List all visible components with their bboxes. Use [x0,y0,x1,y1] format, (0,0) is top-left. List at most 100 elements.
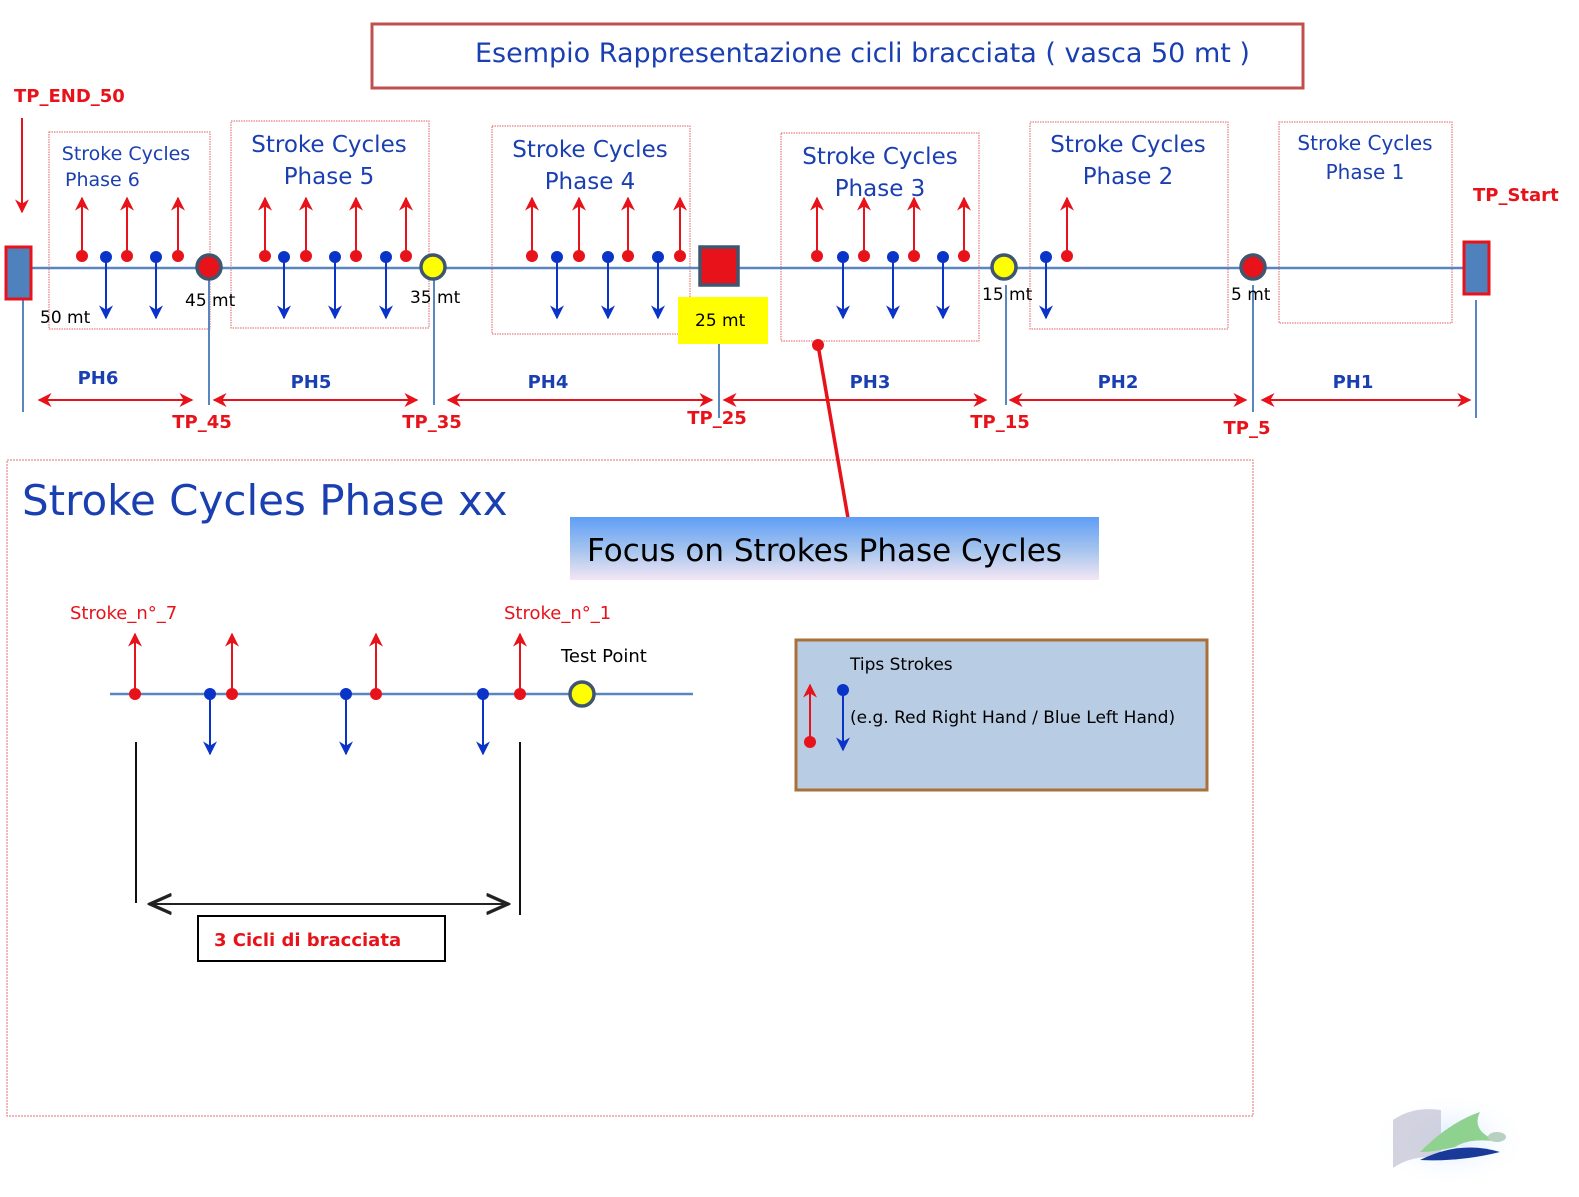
right-hand-stroke [513,632,527,700]
right-hand-stroke [857,196,871,262]
phase-box-subtitle: Phase 5 [284,164,375,190]
tips-left-hand-dot [837,684,849,696]
cycles-label-box [197,915,446,962]
stroke-dot [958,250,970,262]
right-hand-stroke [1060,196,1074,262]
distance-marker [195,253,223,281]
tips-right-hand-dot [804,736,816,748]
stroke-dot [622,250,634,262]
right-hand-stroke [525,196,539,262]
stroke-dot [329,251,341,263]
stroke-dot [370,688,382,700]
left-hand-stroke [328,251,342,320]
stroke-dot [858,250,870,262]
left-hand-stroke [936,251,950,320]
test-point-label: TP_15 [970,412,1030,433]
right-hand-stroke [225,632,239,700]
stroke-dot [400,250,412,262]
tp-end-label: TP_END_50 [14,86,125,107]
stroke-dot [652,251,664,263]
distance-marker [1239,253,1267,281]
phase-box-title: Stroke Cycles [1050,132,1205,158]
stroke-dot [150,251,162,263]
left-hand-stroke [203,688,217,756]
stroke-dot [76,250,88,262]
stroke-dot [1040,251,1052,263]
stroke-dot [100,251,112,263]
left-hand-stroke [379,251,393,320]
distance-marker [990,253,1018,281]
left-hand-stroke [476,688,490,756]
test-point-marker [568,680,596,708]
stroke-dot [380,251,392,263]
distance-label: 50 mt [40,308,91,328]
phase-box-title: Stroke Cycles [512,137,667,163]
focus-label-box: Focus on Strokes Phase Cycles [570,517,1099,580]
right-hand-stroke [810,196,824,262]
stroke-dot [908,250,920,262]
turn-marker [698,245,740,287]
distance-label: 15 mt [982,285,1033,305]
right-hand-stroke [399,196,413,262]
stroke-first-label: Stroke_n°_7 [70,603,177,624]
left-hand-stroke [836,251,850,320]
left-hand-stroke [339,688,353,756]
phase-span: PH3 [722,372,988,407]
stroke-dot [1061,250,1073,262]
phase-box-title: Stroke Cycles [62,143,190,165]
phase-box-border [1029,121,1229,330]
stroke-dot [278,251,290,263]
right-hand-stroke [957,196,971,262]
phase-span: PH1 [1260,372,1472,407]
stroke-dot [811,250,823,262]
stroke-dot [350,250,362,262]
stroke-dot [837,251,849,263]
phase-box-title: Stroke Cycles [1297,131,1432,155]
phase-label: PH6 [78,368,119,389]
distance-label: 25 mt [695,311,746,331]
right-hand-stroke [572,196,586,262]
stroke-dot [300,250,312,262]
stroke-last-label: Stroke_n°_1 [504,603,611,624]
test-point-label: TP_35 [402,412,462,433]
phase-box-subtitle: Phase 2 [1083,164,1174,190]
right-hand-stroke [120,196,134,262]
distance-label: 35 mt [410,288,461,308]
stroke-dot [259,250,271,262]
distance-marker [419,253,447,281]
focus-label: Focus on Strokes Phase Cycles [587,533,1062,569]
swimmer-icon [1420,1112,1500,1152]
stroke-dot [226,688,238,700]
phase-box-subtitle: Phase 4 [545,169,636,195]
stroke-dot [172,250,184,262]
test-point-label: TP_5 [1224,418,1271,439]
stroke-dot [551,251,563,263]
phase-label: PH4 [528,372,569,393]
logo [1370,1092,1530,1188]
page-title: Esempio Rappresentazione cicli bracciata… [475,38,1250,69]
stroke-dot [204,688,216,700]
phase-box-subtitle: Phase 6 [65,169,140,191]
left-hand-stroke [149,251,163,320]
left-hand-stroke [1039,251,1053,320]
test-point-label: TP_45 [172,412,232,433]
right-hand-stroke [299,196,313,262]
phase-box-border [491,125,691,335]
stroke-dot [477,688,489,700]
left-hand-stroke [99,251,113,320]
stroke-dot [937,251,949,263]
phase-span: PH5 [212,372,419,407]
stroke-dot [887,251,899,263]
right-hand-stroke [258,196,272,262]
tips-title: Tips Strokes [849,655,953,675]
tp-start-label: TP_Start [1473,185,1559,206]
phase-label: PH1 [1333,372,1374,393]
phase-box-title: Stroke Cycles [251,132,406,158]
end-block-50 [4,245,33,301]
distance-label: 5 mt [1231,285,1271,305]
detail-frame [6,459,1254,1117]
swimmer-head-icon [1488,1132,1506,1142]
